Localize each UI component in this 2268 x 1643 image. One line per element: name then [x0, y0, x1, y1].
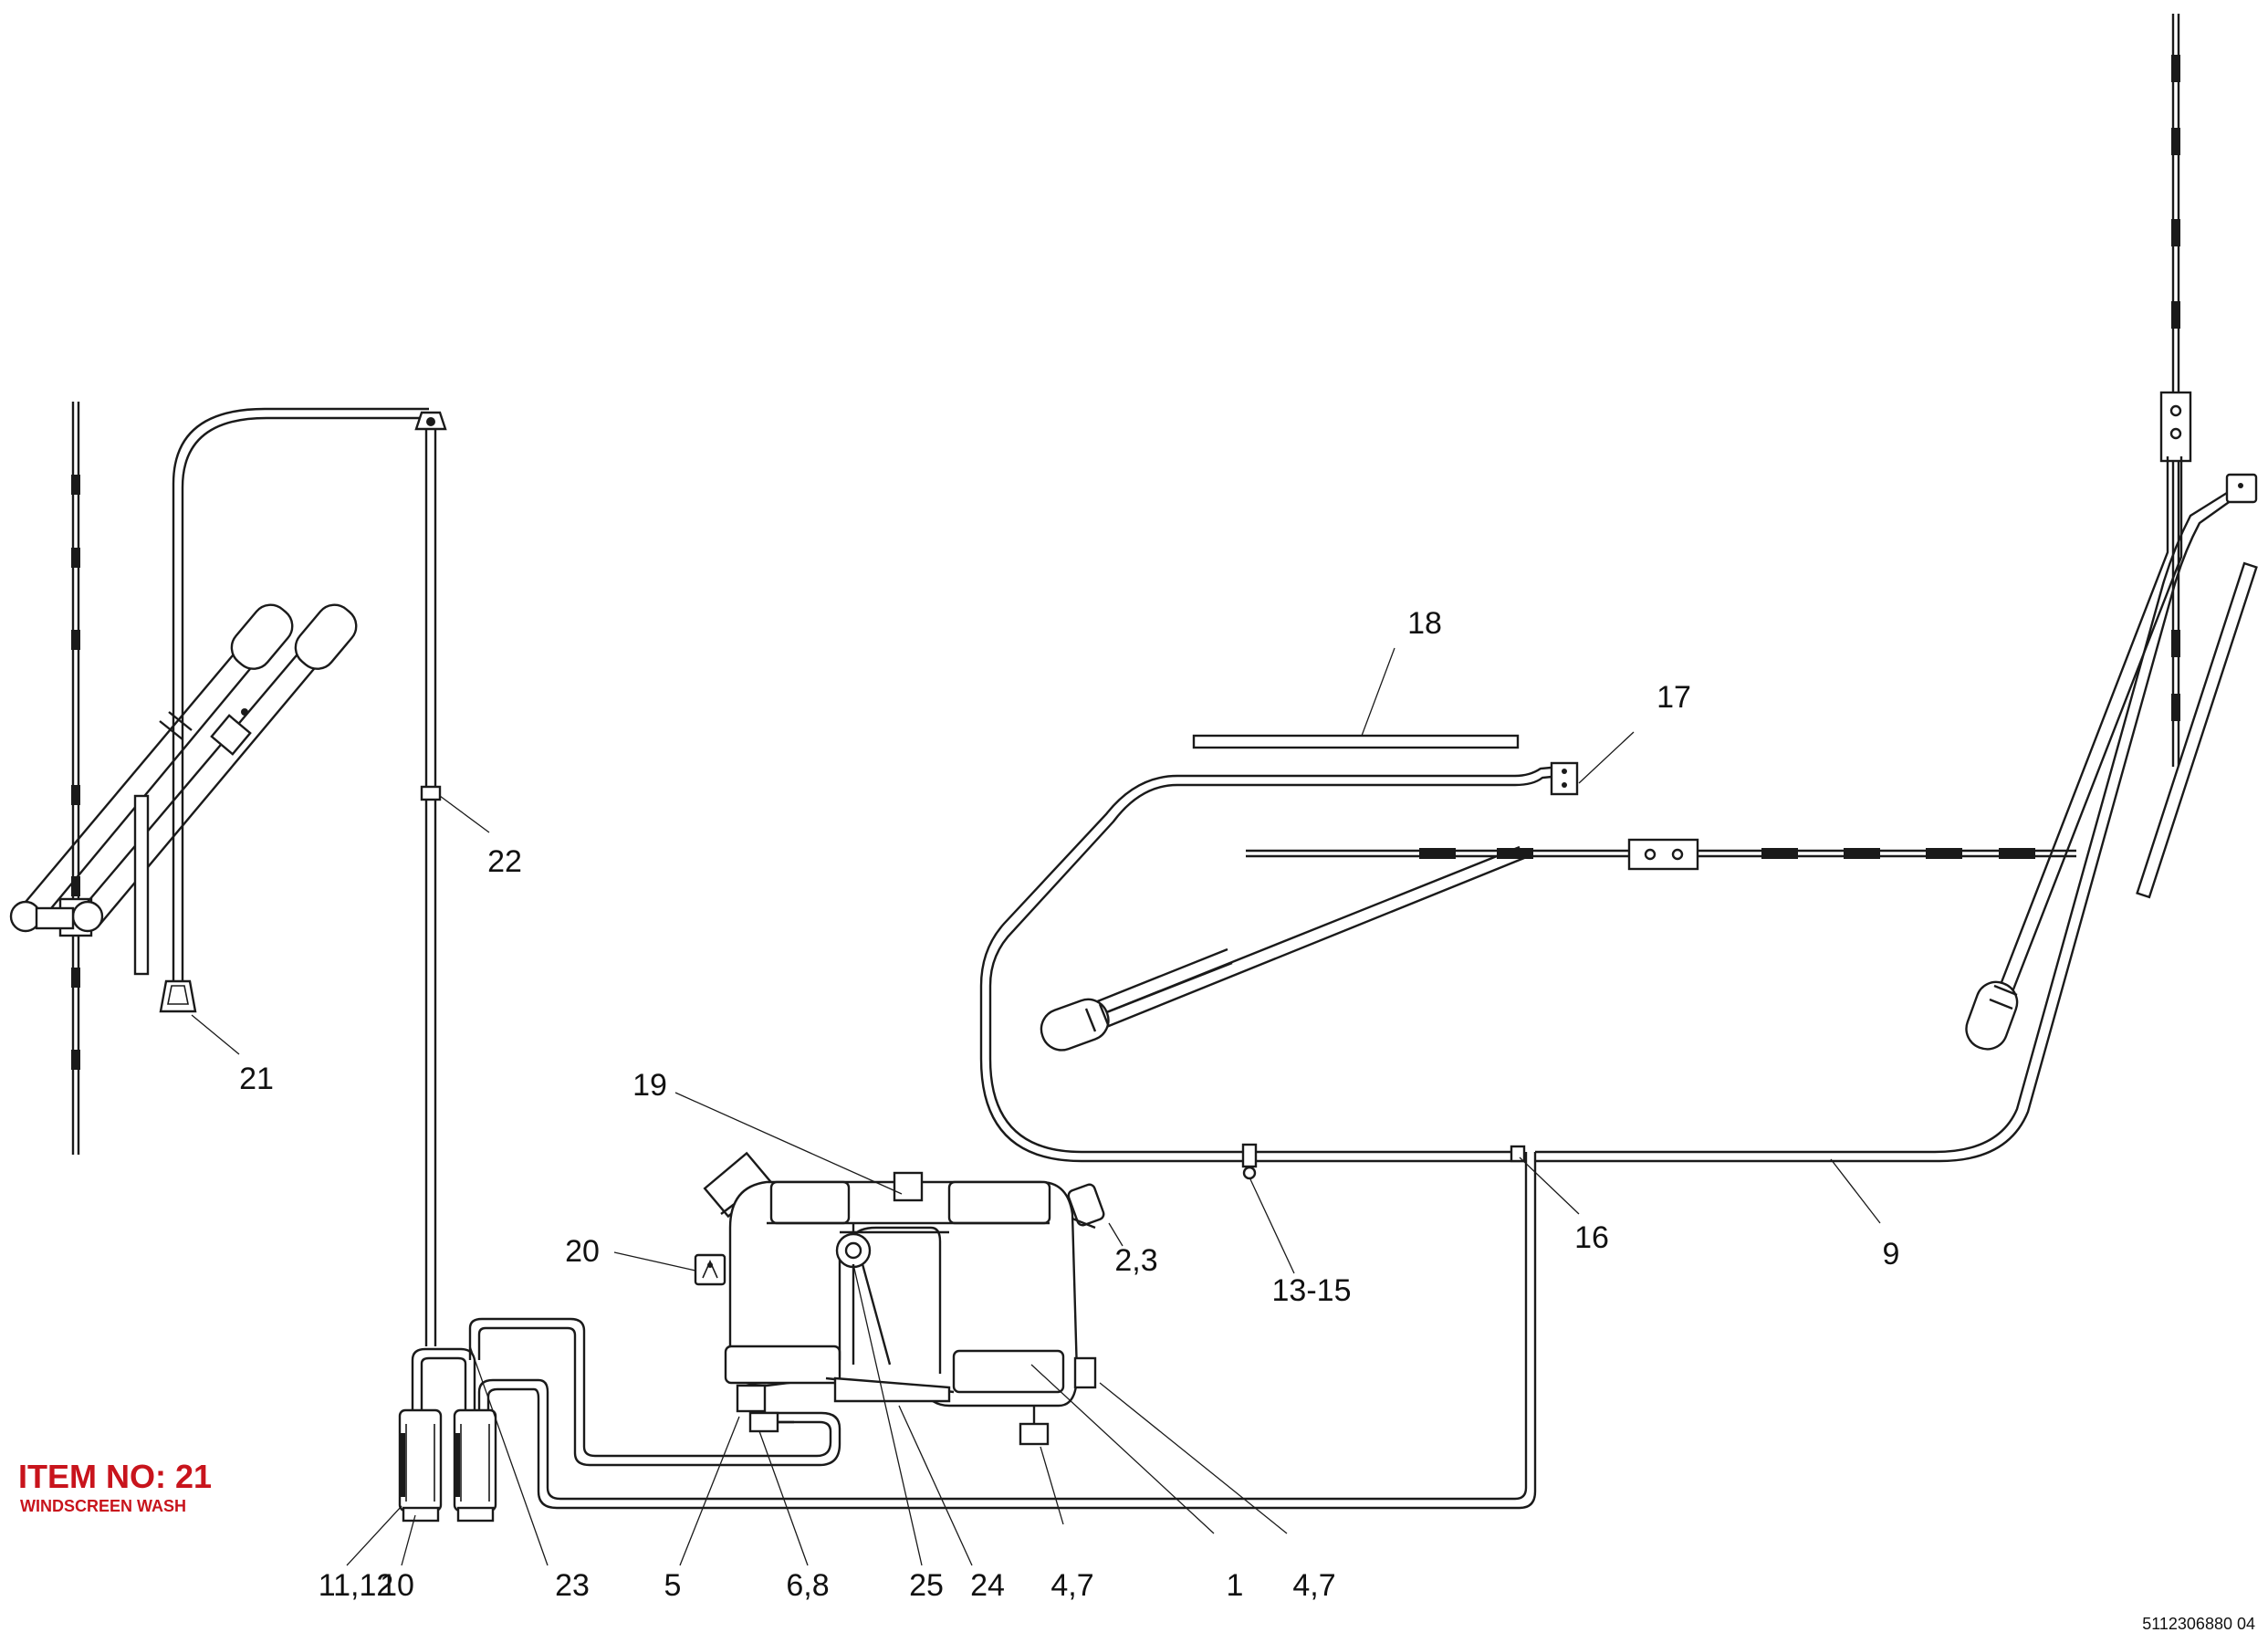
callout-17: 17	[1657, 680, 1691, 715]
callout-23: 23	[555, 1568, 590, 1603]
callout-22: 22	[487, 844, 522, 879]
callout-16: 16	[1574, 1220, 1609, 1255]
callout-4-7-a: 4,7	[1050, 1568, 1093, 1603]
callout-10: 10	[380, 1568, 414, 1603]
hose-22	[414, 411, 447, 1346]
callout-13-15: 13-15	[1272, 1273, 1352, 1308]
nozzle-hose-21	[159, 407, 429, 1013]
rear-wiper-horizontal	[1040, 838, 2076, 1052]
reservoir-assembly	[694, 1151, 1105, 1446]
callout-9: 9	[1883, 1237, 1900, 1271]
callout-2-3: 2,3	[1114, 1243, 1157, 1278]
callout-21: 21	[239, 1062, 274, 1096]
callout-25: 25	[909, 1568, 944, 1603]
drawing-number: 5112306880 04	[2142, 1615, 2255, 1633]
callout-4-7-b: 4,7	[1292, 1568, 1335, 1603]
callout-11-12: 11,12	[319, 1568, 394, 1603]
left-wiper-assembly	[9, 402, 358, 1155]
rear-hose-loop-9	[979, 473, 2258, 1180]
callout-labels: 1 2,3 4,7 4,7 5 6,8 9 10 11,12 13-15 16 …	[239, 606, 1899, 1603]
callout-19: 19	[632, 1068, 667, 1103]
callout-5: 5	[664, 1568, 682, 1603]
callout-20: 20	[565, 1234, 600, 1269]
callout-1: 1	[1227, 1568, 1244, 1603]
leader-lines	[191, 647, 1881, 1566]
pump-assembly	[398, 1152, 1537, 1523]
callout-6-8: 6,8	[786, 1568, 829, 1603]
callout-24: 24	[970, 1568, 1005, 1603]
item-number-title: ITEM NO: 21	[18, 1458, 213, 1495]
rear-wiper-vertical	[1965, 14, 2258, 1051]
item-subtitle: WINDSCREEN WASH	[20, 1497, 187, 1515]
callout-18: 18	[1407, 606, 1442, 641]
spare-blade-18	[1192, 734, 1520, 749]
